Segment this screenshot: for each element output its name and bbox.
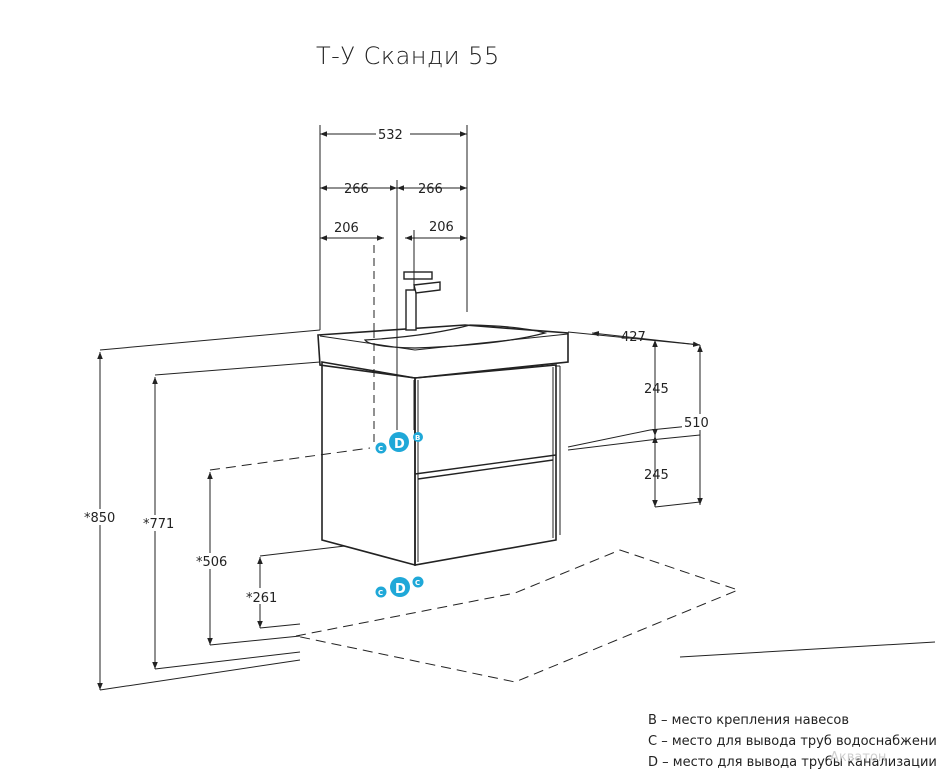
legend-item-c: С – место для вывода труб водоснабжения [648, 734, 937, 749]
wall-line [209, 635, 301, 646]
wall-line [654, 501, 701, 508]
label-245-upper: 245 [644, 382, 669, 397]
wall-line [649, 434, 701, 441]
drawing-title: Т-У Сканди 55 [316, 42, 500, 70]
wall-line [154, 651, 301, 670]
marker-c-label: C [378, 589, 383, 597]
wall-line [99, 329, 321, 351]
wall-line [259, 623, 301, 629]
marker-b-label: B [415, 434, 420, 442]
marker-d-circle [389, 432, 409, 452]
cabinet-front [414, 364, 557, 566]
wall-line [567, 429, 651, 448]
wall-line [154, 361, 321, 376]
basin-bowl [363, 324, 548, 349]
label-510: 510 [684, 416, 709, 431]
label-771: *771 [143, 517, 174, 532]
legend-item-d: D – место для вывода трубы канализации [648, 755, 937, 770]
washbasin [317, 324, 569, 379]
label-506: *506 [196, 555, 227, 570]
label-427: 427 [621, 330, 646, 345]
wall-line [567, 439, 651, 451]
dim-line-427 [591, 330, 701, 348]
drawer-divider [414, 454, 557, 475]
drawer-divider [417, 459, 554, 480]
label-266-right: 266 [418, 182, 443, 197]
basin-rim [319, 335, 416, 351]
label-266-left: 266 [344, 182, 369, 197]
wall-line [679, 641, 936, 658]
faucet [403, 271, 441, 331]
marker-d-label: D [395, 582, 406, 597]
watermark: Акватон [830, 750, 887, 765]
legend-item-b: B – место крепления навесов [648, 713, 849, 728]
drain-line [209, 447, 371, 471]
label-261: *261 [246, 591, 277, 606]
marker-b-circle [413, 432, 423, 442]
label-532: 532 [378, 128, 403, 143]
legend: B – место крепления навесов С – место дл… [648, 710, 937, 773]
marker-c-circle [375, 586, 387, 598]
cabinet-body [321, 361, 416, 567]
label-245-lower: 245 [644, 468, 669, 483]
label-206-right: 206 [429, 220, 454, 235]
wall-line [259, 545, 346, 557]
marker-group-upper: C D B [375, 432, 423, 454]
label-206-left: 206 [334, 221, 359, 236]
label-850: *850 [84, 511, 115, 526]
marker-group-lower: C D C [375, 576, 424, 598]
marker-c-circle [412, 576, 424, 588]
marker-d-circle [390, 577, 410, 597]
basin-rim [414, 333, 569, 351]
marker-c-circle [375, 442, 387, 454]
marker-d-label: D [394, 437, 405, 452]
wall-line [99, 659, 301, 691]
marker-c-label: C [378, 445, 383, 453]
marker-c-label: C [415, 579, 420, 587]
floor-outline [295, 549, 740, 683]
